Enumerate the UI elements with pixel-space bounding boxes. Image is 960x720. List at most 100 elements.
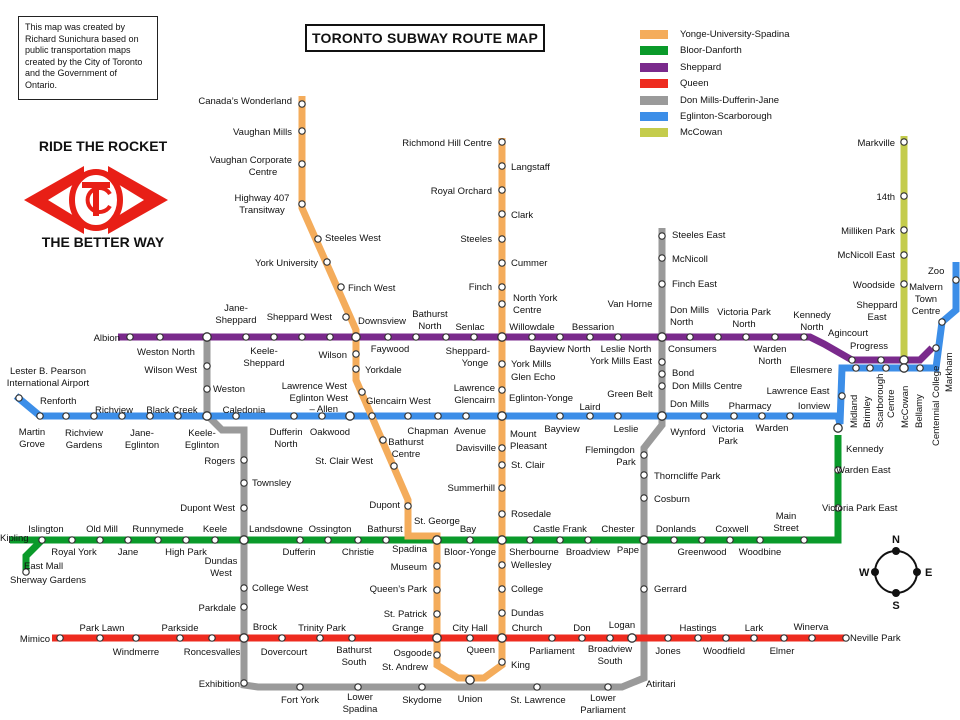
station-label: Don Mills [670,305,709,316]
legend-swatch [640,30,668,39]
station-label: Spadina [343,704,379,715]
station-label: Hastings [680,623,717,634]
station-stop [211,536,219,544]
station-label: Roncesvalles [184,647,241,658]
station-label: North [418,321,441,332]
station-label: Renforth [40,396,76,407]
station-label: Dovercourt [261,647,308,658]
station-label: Davisville [456,443,496,454]
station-stop [433,610,441,618]
station-stop [498,609,506,617]
labels-sheppard: Albion Weston North Jane- Sheppard Keele… [94,299,898,369]
labels-yonge-west: Canada’s Wonderland Vaughan Mills Vaugha… [198,96,482,705]
station-stop [342,313,350,321]
station-label: Logan [609,620,635,631]
station-label: Lark [745,623,764,634]
station-label: Laird [579,402,600,413]
station-label: Consumers [668,344,717,355]
station-label: South [598,656,623,667]
station-label: Richview [95,405,133,416]
interchange-stop [657,332,667,342]
station-stop [182,536,190,544]
station-stop [578,634,586,642]
station-label: Jane- [130,428,154,439]
station-stop [882,364,890,372]
station-label: Van Horne [608,299,653,310]
station-stop [240,679,248,687]
station-stop [22,568,30,576]
line-eglinton [13,262,960,425]
station-stop [658,382,666,390]
interchange-stop [639,535,649,545]
station-stop [290,412,298,420]
station-label: Bond [672,368,694,379]
station-label: Chester [601,524,634,535]
station-label: Landsdowne [249,524,303,535]
station-stop [714,333,722,341]
interchange-stop [202,332,212,342]
credit-note: This map was created by Richard Sunichur… [18,16,158,100]
station-label: Steeles East [672,230,726,241]
station-stop [38,536,46,544]
station-label: Greenwood [677,547,726,558]
station-label: Lower [347,692,373,703]
station-stop [866,364,874,372]
station-stop [352,365,360,373]
station-stop [498,162,506,170]
station-label: College West [252,583,309,594]
station-stop [722,634,730,642]
station-label: Glen Echo [511,372,555,383]
station-stop [240,584,248,592]
station-label: Albion [94,333,120,344]
station-label: Martin [19,427,45,438]
station-stop [498,138,506,146]
station-stop [498,658,506,666]
station-label: Bayview North [529,344,590,355]
station-stop [68,536,76,544]
station-stop [390,462,398,470]
station-label: Richmond Hill Centre [402,138,492,149]
station-stop [730,412,738,420]
station-stop [240,603,248,611]
station-label: Dufferin [282,547,315,558]
station-label: Mimico [20,634,50,645]
station-stop [314,235,322,243]
station-label: Clark [511,210,533,221]
station-label: Museum [391,562,428,573]
station-label: Bloor-Yonge [444,547,496,558]
station-stop [118,412,126,420]
station-label: Parliament [529,646,575,657]
station-stop [533,683,541,691]
station-label: Victoria Park [717,307,771,318]
station-stop [382,536,390,544]
station-stop [90,412,98,420]
station-stop [298,160,306,168]
station-label: Kipling [0,533,29,544]
station-label: Town [915,294,937,305]
station-label: Wynford [670,427,705,438]
legend-label: Sheppard [680,61,722,73]
station-stop [498,461,506,469]
station-label: Keele- [250,346,277,357]
station-label: Keele [203,524,227,535]
station-stop [771,333,779,341]
station-stop [176,634,184,642]
station-stop [606,634,614,642]
station-label: Vaughan Mills [233,127,292,138]
station-stop [433,562,441,570]
station-label: Keele- [188,428,215,439]
station-label: Woodbine [739,547,782,558]
station-label: Willowdale [509,322,554,333]
interchange-stop [345,411,355,421]
station-stop [834,504,842,512]
station-stop [203,385,211,393]
legend-label: Eglinton-Scarborough [680,111,772,123]
station-label: Victoria Park East [822,503,898,514]
station-label: North [732,319,755,330]
station-label: Sheppard [243,358,284,369]
compass-s: S [892,600,899,612]
station-label: Osgoode [393,648,432,659]
station-stop [126,333,134,341]
station-label: Centre [513,305,542,316]
station-label: Park Lawn [80,623,125,634]
